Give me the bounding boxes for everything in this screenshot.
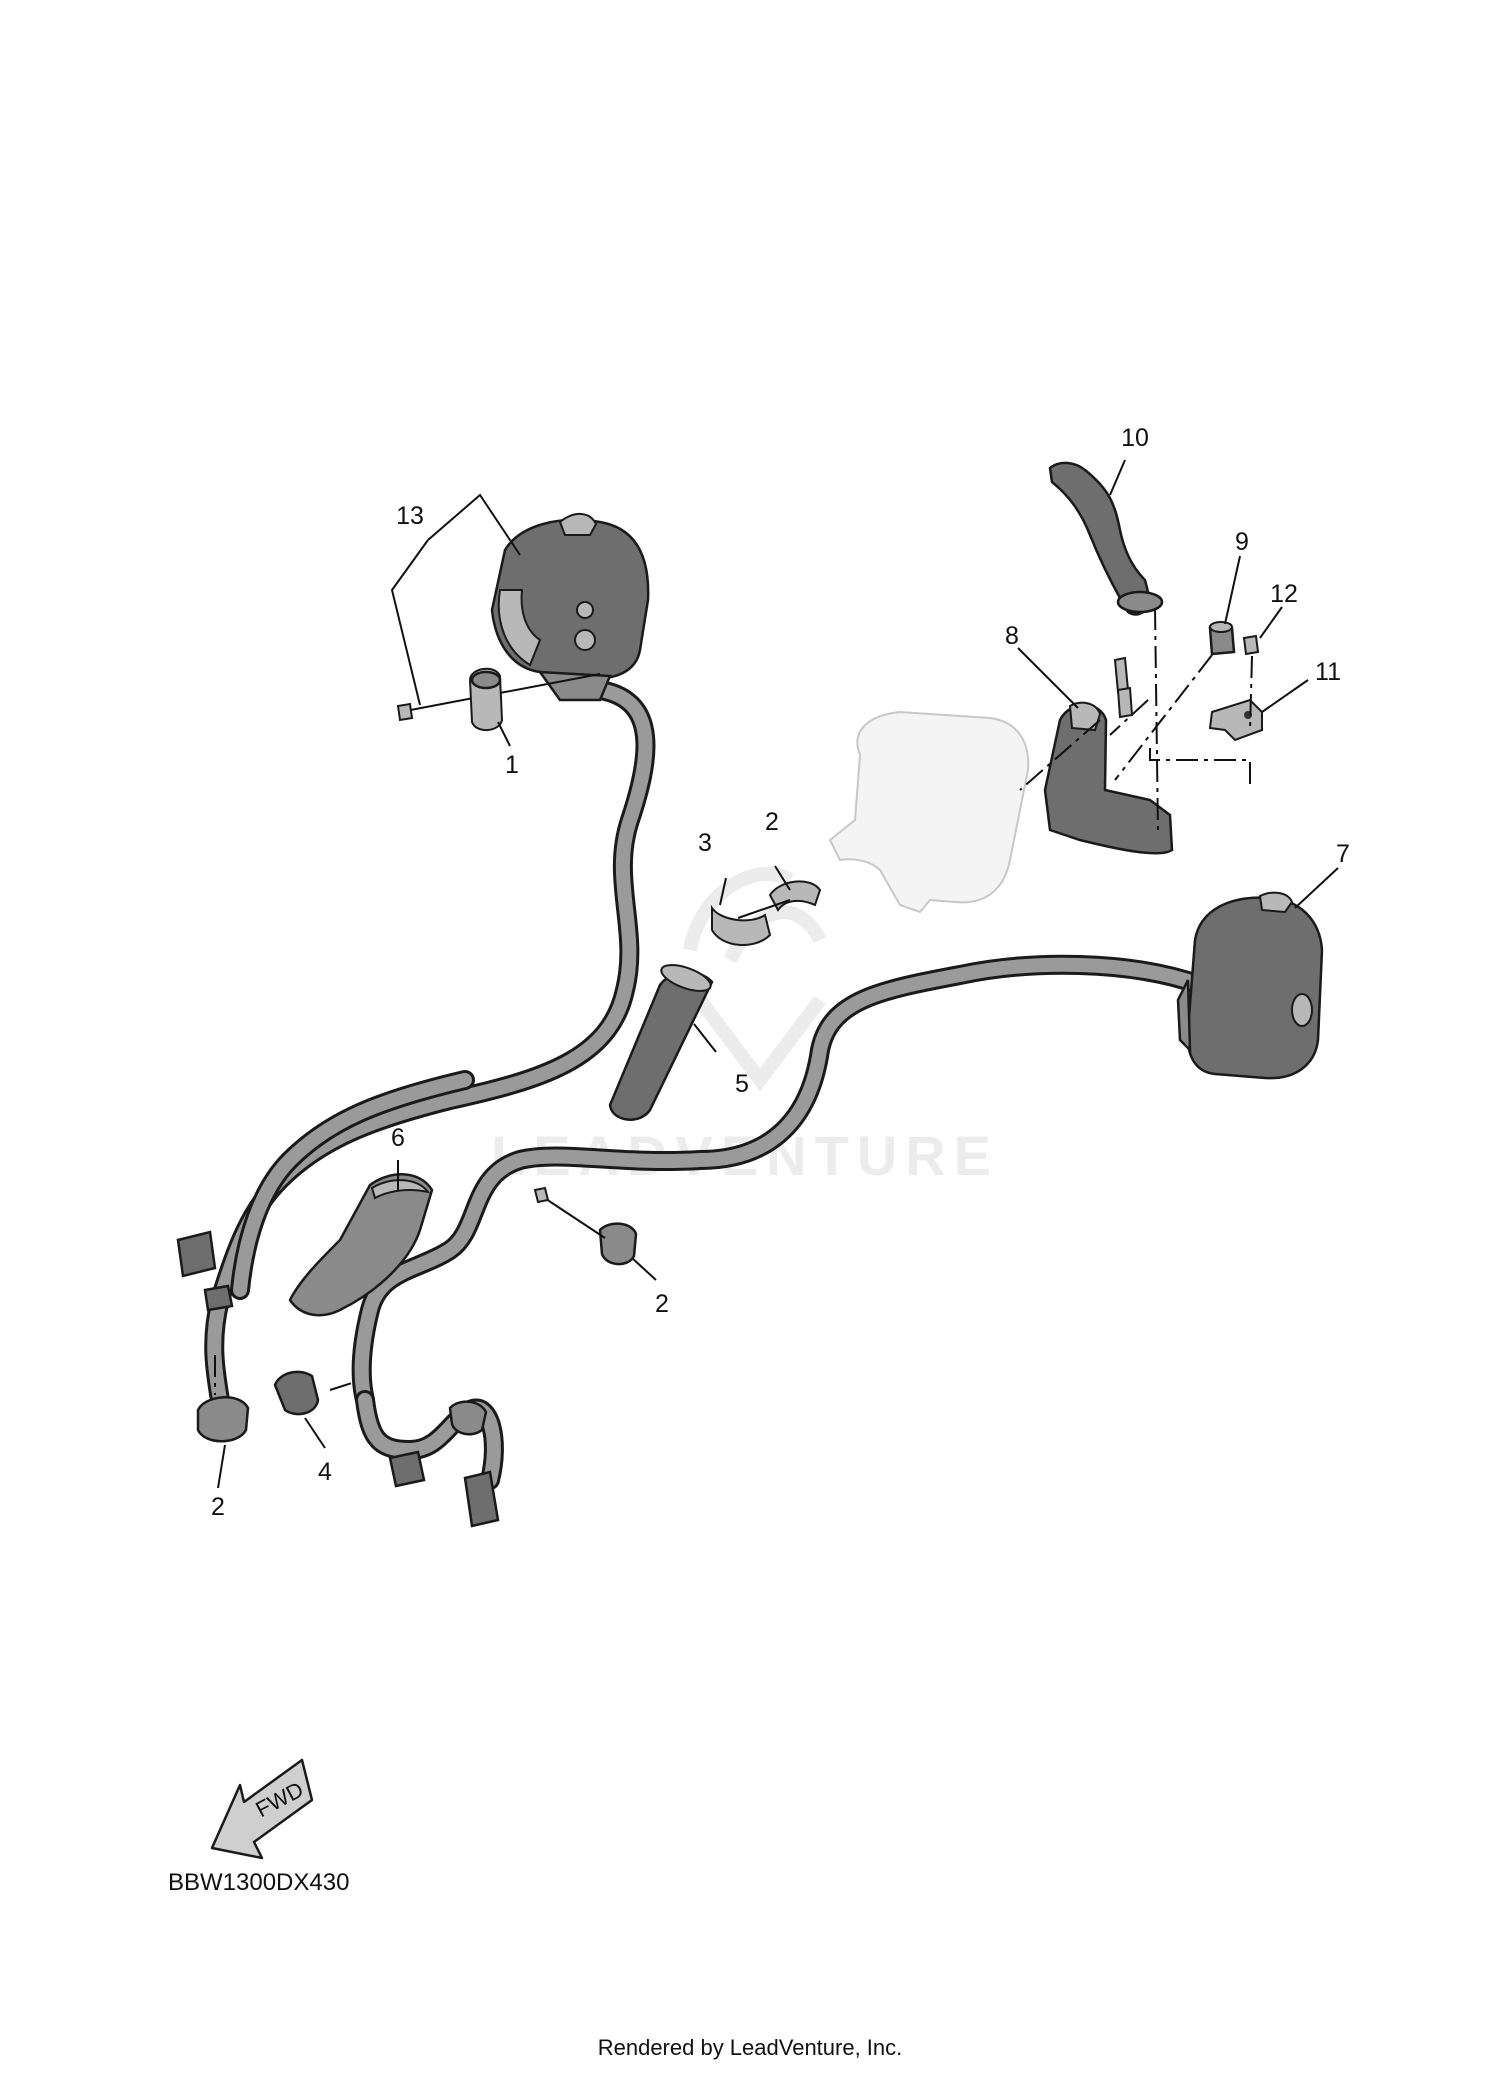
callout-6: 6 [391, 1124, 405, 1152]
callout-7: 7 [1336, 840, 1350, 868]
part-2-band-top [737, 880, 822, 919]
callout-11: 11 [1315, 658, 1341, 686]
part-4-grommet [273, 1370, 320, 1416]
callout-2-top: 2 [765, 808, 779, 836]
part-2-clamp-middle [533, 1186, 638, 1266]
part-11-plate [1208, 698, 1263, 742]
ghost-master-cylinder [828, 710, 1030, 914]
callout-2-lower: 2 [211, 1493, 225, 1521]
footer-rendered-by: Rendered by LeadVenture, Inc. [598, 2035, 903, 2060]
callout-4: 4 [318, 1458, 332, 1486]
callout-1: 1 [505, 751, 519, 779]
part-5-sleeve [608, 964, 714, 1121]
callout-12: 12 [1270, 580, 1298, 608]
part-9-pin [1208, 621, 1236, 656]
alignment-lines [214, 607, 1253, 1395]
callout-5: 5 [735, 1070, 749, 1098]
connectors [176, 1230, 500, 1528]
callout-9: 9 [1235, 528, 1249, 556]
callout-3: 3 [698, 829, 712, 857]
fwd-arrow-icon: FWD [210, 1758, 314, 1860]
callout-13: 13 [396, 502, 424, 530]
callout-labels: 13 1 3 2 5 6 7 8 9 10 11 12 2 4 2 [211, 424, 1350, 1521]
part-3-clip [711, 904, 772, 947]
diagram-code: BBW1300DX430 [168, 1869, 349, 1896]
callout-2-middle: 2 [655, 1290, 669, 1318]
right-switch-cable [351, 954, 1210, 1490]
part-8-lever-holder [1043, 656, 1174, 855]
callout-8: 8 [1005, 622, 1019, 650]
part-1-clamp [468, 667, 504, 731]
callout-leaders [217, 459, 1339, 1489]
part-2-band-lower [196, 1396, 250, 1443]
left-handlebar-switch [396, 513, 650, 722]
callout-10: 10 [1121, 424, 1149, 452]
right-handlebar-switch [1176, 891, 1324, 1080]
watermark-logo [683, 866, 827, 1092]
part-12-screw [1242, 634, 1260, 656]
part-6-sleeve [288, 1173, 434, 1317]
part-10-lever [1048, 461, 1164, 616]
left-switch-cable [204, 680, 656, 1410]
